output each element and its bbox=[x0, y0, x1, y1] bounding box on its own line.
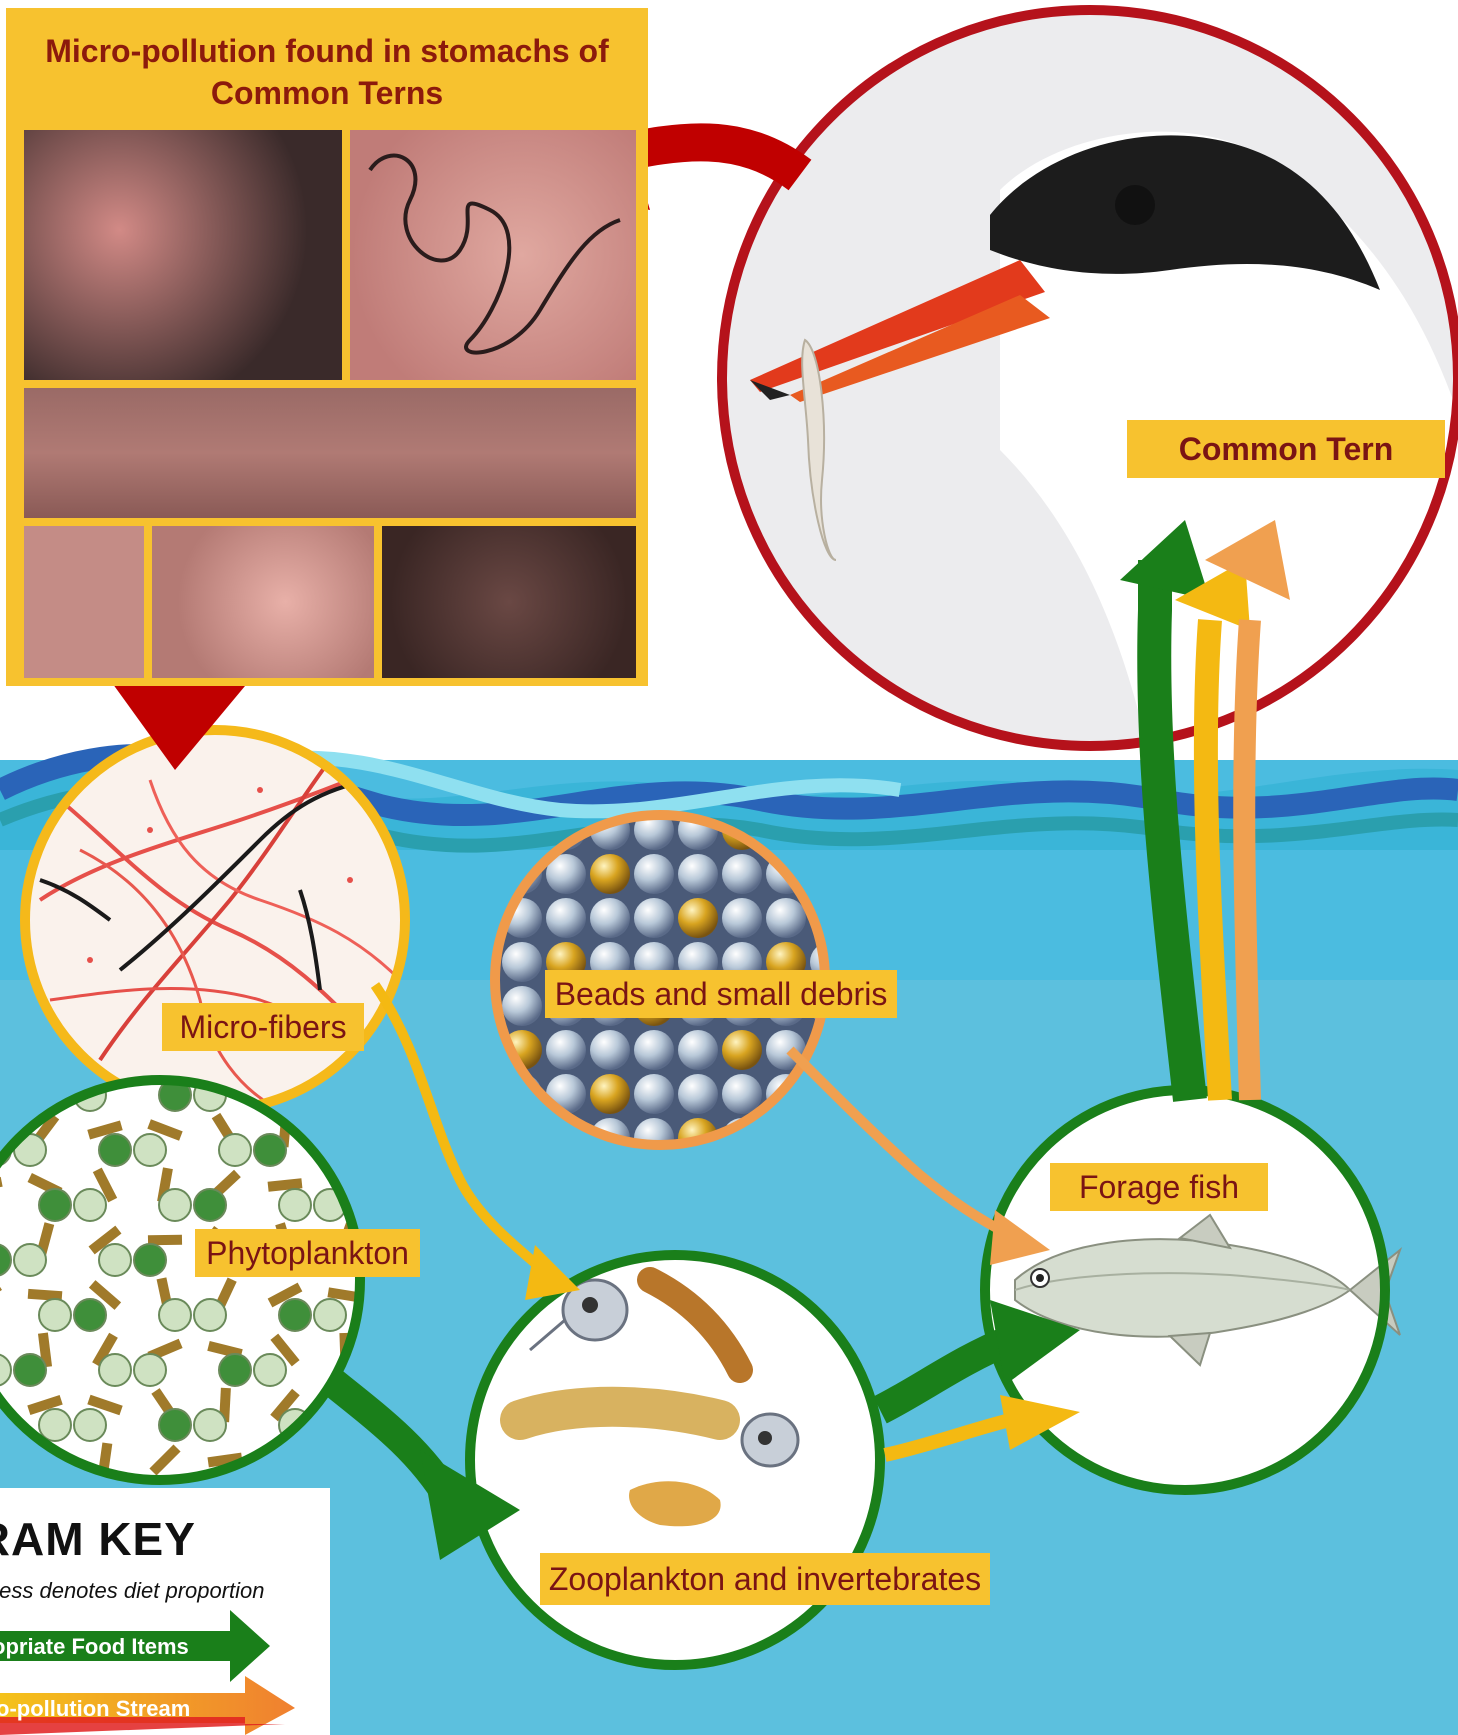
panel-title-line2: Common Terns bbox=[6, 72, 648, 114]
algae-cell bbox=[254, 1134, 286, 1166]
algae-cell bbox=[194, 1299, 226, 1331]
algae-cell bbox=[134, 1354, 166, 1386]
algae-cell bbox=[194, 1409, 226, 1441]
stomach-photo-3 bbox=[24, 388, 636, 518]
bead bbox=[502, 942, 542, 982]
bead bbox=[678, 898, 718, 938]
algae-cell bbox=[99, 1134, 131, 1166]
bead bbox=[590, 1074, 630, 1114]
bead bbox=[502, 986, 542, 1026]
algae-cell bbox=[39, 1299, 71, 1331]
algae-cell bbox=[159, 1409, 191, 1441]
bead bbox=[546, 1030, 586, 1070]
algae-cell bbox=[134, 1244, 166, 1276]
panel-title-line1: Micro-pollution found in stomachs of bbox=[6, 30, 648, 72]
bead bbox=[678, 1030, 718, 1070]
legend-label-food: opriate Food Items bbox=[0, 1634, 189, 1660]
stomach-photo-1 bbox=[24, 130, 342, 380]
label-forage-fish: Forage fish bbox=[1050, 1163, 1268, 1211]
algae-cell bbox=[219, 1354, 251, 1386]
bead bbox=[590, 898, 630, 938]
stomach-photo-4 bbox=[24, 526, 144, 678]
algae-cell bbox=[14, 1244, 46, 1276]
algae-cell bbox=[279, 1189, 311, 1221]
diagram-key: GRAM KEY ickness denotes diet proportion… bbox=[0, 1488, 330, 1735]
algae-cell bbox=[159, 1189, 191, 1221]
algae-cell bbox=[74, 1189, 106, 1221]
algae-cell bbox=[39, 1189, 71, 1221]
algae-cell bbox=[134, 1134, 166, 1166]
bead bbox=[590, 854, 630, 894]
algae-cell bbox=[254, 1354, 286, 1386]
stomach-photo-6 bbox=[382, 526, 636, 678]
algae-cell bbox=[194, 1189, 226, 1221]
bead bbox=[722, 854, 762, 894]
stomach-photo-5 bbox=[152, 526, 374, 678]
algae-cell bbox=[159, 1299, 191, 1331]
label-beads: Beads and small debris bbox=[545, 970, 897, 1018]
algae-cell bbox=[219, 1134, 251, 1166]
algae-cell bbox=[74, 1409, 106, 1441]
bead bbox=[634, 854, 674, 894]
algae-cell bbox=[314, 1299, 346, 1331]
bead bbox=[722, 1030, 762, 1070]
algae-cell bbox=[39, 1409, 71, 1441]
arrow-fish-to-tern-orange bbox=[1244, 620, 1250, 1100]
arrow-fish-to-tern-yellow bbox=[1206, 620, 1220, 1100]
bead bbox=[678, 854, 718, 894]
micro-pollution-panel: Micro-pollution found in stomachs of Com… bbox=[6, 8, 648, 686]
bead bbox=[634, 1030, 674, 1070]
legend-label-pollution: o-pollution Stream bbox=[0, 1696, 190, 1722]
label-zooplankton: Zooplankton and invertebrates bbox=[540, 1553, 990, 1605]
algae-cell bbox=[99, 1244, 131, 1276]
algae-cell bbox=[279, 1299, 311, 1331]
algae-cell bbox=[14, 1354, 46, 1386]
bead bbox=[634, 898, 674, 938]
stomach-photo-2 bbox=[350, 130, 636, 380]
panel-title: Micro-pollution found in stomachs of Com… bbox=[6, 30, 648, 114]
algae-cell bbox=[74, 1299, 106, 1331]
label-phytoplankton: Phytoplankton bbox=[195, 1229, 420, 1277]
bead bbox=[766, 898, 806, 938]
bead bbox=[678, 1074, 718, 1114]
bead bbox=[546, 898, 586, 938]
label-micro-fibers: Micro-fibers bbox=[162, 1003, 364, 1051]
bead bbox=[590, 1030, 630, 1070]
bead bbox=[634, 1074, 674, 1114]
bead bbox=[722, 898, 762, 938]
algae-cell bbox=[99, 1354, 131, 1386]
label-common-tern: Common Tern bbox=[1127, 420, 1445, 478]
